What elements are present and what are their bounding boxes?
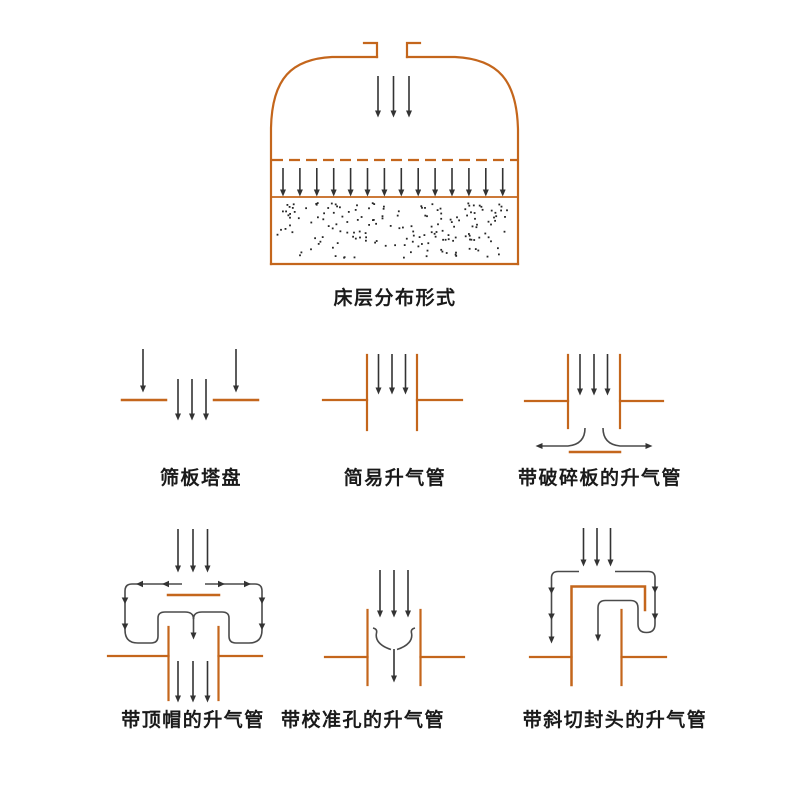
inlet-nozzle-left-flange	[362, 41, 379, 59]
bed-dots	[276, 202, 508, 259]
flow-arrowhead-down	[548, 587, 555, 594]
flow-arrowhead-down	[651, 586, 659, 593]
gas-arrows-bottom	[175, 661, 211, 703]
gas-arrows	[375, 354, 409, 395]
caption-top-cap-riser: 带顶帽的升气管	[121, 710, 265, 731]
flow-arrowhead-down	[258, 597, 266, 604]
bevel-head-cap	[570, 585, 647, 687]
caption-calibration-riser: 带校准孔的升气管	[280, 710, 446, 731]
figure-simple-riser	[321, 353, 464, 432]
caption-sieve-tray: 筛板塔盘	[159, 468, 243, 489]
vessel-shell-right	[405, 55, 520, 266]
calibration-funnel-left	[372, 627, 392, 651]
flow-path-right	[192, 583, 263, 644]
gas-arrows-top	[175, 529, 211, 573]
deflected-flow-left	[535, 427, 586, 449]
figure-sieve-tray	[120, 349, 260, 421]
figure-top-cap-riser	[106, 529, 266, 703]
gas-arrows	[377, 570, 411, 618]
flow-path-left	[548, 570, 579, 644]
deflected-flow-right	[602, 427, 653, 449]
flow-arrowhead-right	[244, 580, 251, 588]
inlet-nozzle-right-flange	[405, 41, 422, 59]
vessel-shell-left	[269, 55, 379, 266]
calibration-funnel-right	[396, 627, 416, 651]
flow-arrowhead-right	[218, 580, 225, 588]
flow-arrowhead-down	[121, 623, 129, 630]
flow-arrowhead-left	[136, 580, 143, 588]
flow-arrowhead-down	[258, 623, 266, 630]
inlet-gas-arrows	[375, 76, 412, 118]
flow-arrowhead-down	[548, 613, 555, 620]
figure-breaker-riser	[523, 353, 665, 454]
caption-breaker-riser: 带破碎板的升气管	[517, 468, 683, 489]
caption-vessel: 床层分布形式	[333, 288, 457, 309]
flow-arrowhead-down	[121, 597, 129, 604]
caption-simple-riser: 简易升气管	[343, 468, 447, 489]
distributed-arrows	[280, 168, 506, 197]
gas-arrows	[577, 354, 611, 396]
gas-arrows	[580, 528, 614, 567]
figure-vessel	[269, 41, 520, 266]
flow-path-right	[595, 570, 656, 642]
caption-bevel-riser: 带斜切封头的升气管	[522, 710, 708, 731]
figure-calibration-riser	[323, 570, 466, 687]
flow-path-left	[124, 583, 195, 644]
figure-bevel-riser	[528, 528, 668, 687]
flow-arrowhead-left	[162, 580, 169, 588]
gas-arrows	[140, 349, 239, 421]
flow-arrowhead-down	[651, 613, 659, 620]
